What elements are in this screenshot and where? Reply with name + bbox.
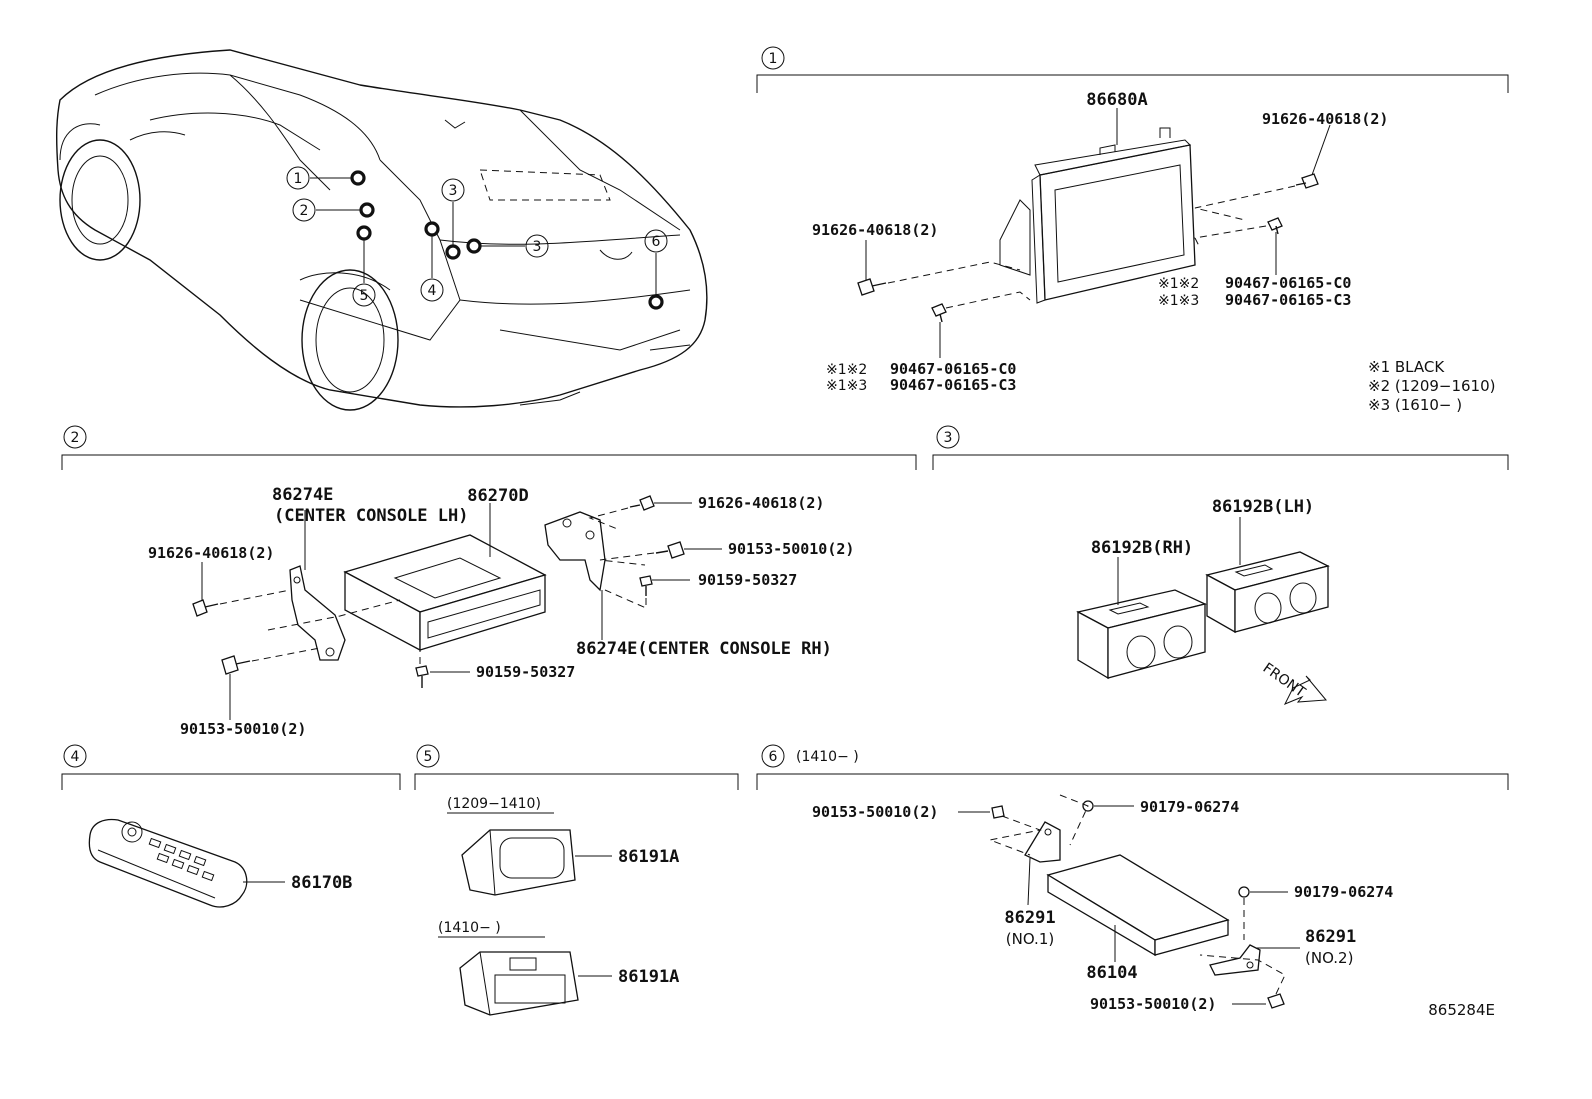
label-6-screw-bottom: 90153-50010(2) — [1090, 995, 1216, 1013]
overview-callouts: 1 2 3 3 4 5 6 — [286, 166, 668, 310]
drawing-id: 865284E — [1428, 1001, 1495, 1019]
label-86291-no1-note: (NO.1) — [1006, 930, 1054, 948]
label-range-a: (1209−1410) — [447, 796, 541, 812]
screw-90467-right — [1267, 217, 1283, 235]
bracket-lh — [289, 565, 346, 661]
front-label: FRONT — [1260, 660, 1309, 701]
bracket-rh — [544, 511, 606, 592]
label-screw-left-bottom: 90153-50010(2) — [180, 720, 306, 738]
screw-90153-right — [655, 541, 685, 559]
label-86270d: 86270D — [467, 486, 528, 506]
front-arrow: FRONT — [1260, 660, 1328, 705]
legend-note-3: ※3 (1610− ) — [1368, 396, 1462, 414]
switch-86192b-lh — [1205, 551, 1330, 634]
label-screw-bottom-2: 90159-50327 — [476, 663, 575, 681]
marks-right-1: ※1※2 — [1158, 276, 1199, 292]
label-86170b: 86170B — [291, 873, 352, 893]
remote-86170b — [88, 818, 248, 908]
svg-text:5: 5 — [360, 288, 369, 304]
module-86104 — [1046, 854, 1230, 957]
label-screw-right-2-1: 90153-50010(2) — [728, 540, 854, 558]
svg-text:4: 4 — [428, 283, 437, 299]
overview-callout-3b: 3 — [525, 234, 549, 258]
bracket-86291-no1 — [1024, 821, 1061, 863]
module-86680a — [999, 127, 1196, 304]
bolt-91626-right-top — [629, 495, 655, 511]
screw-90153-top-left — [991, 805, 1005, 819]
marks-bottom-1: ※1※2 — [826, 362, 867, 378]
section-4: 4 86170B — [61, 744, 401, 908]
switch-86192b-rh — [1076, 589, 1207, 680]
label-screw-right-2: 90467-06165-C3 — [1225, 291, 1351, 309]
section-1: 1 86680A 91626-40618(2) 91626-40618(2) — [756, 46, 1509, 414]
section-2: 2 86270D 86274E (CENTER CONSOLE LH) 8627… — [61, 425, 917, 738]
section-5-index: 5 — [424, 749, 433, 765]
svg-text:3: 3 — [533, 239, 542, 255]
overview-callout-5: 5 — [352, 283, 376, 307]
overview-callout-6: 6 — [644, 229, 668, 253]
section-2-index: 2 — [71, 430, 80, 446]
label-86191a-a: 86191A — [618, 847, 679, 867]
section-6: 6 (1410− ) 86104 86291 (NO.1) 86291 (NO.… — [756, 744, 1509, 1013]
svg-text:1: 1 — [294, 171, 303, 187]
bezel-86191a-b — [459, 951, 579, 1016]
label-86291-no2: 86291 — [1305, 927, 1356, 947]
overview-callout-1: 1 — [286, 166, 310, 190]
label-screw-bottom-2: 90467-06165-C3 — [890, 376, 1016, 394]
label-range-6: (1410− ) — [796, 749, 859, 765]
marks-right-2: ※1※3 — [1158, 293, 1199, 309]
bezel-86191a-a — [461, 829, 576, 896]
screw-90153-left-bottom — [221, 655, 251, 675]
label-86191a-b: 86191A — [618, 967, 679, 987]
marks-bottom-2: ※1※3 — [826, 378, 867, 394]
label-bracket-rh: 86274E(CENTER CONSOLE RH) — [576, 639, 832, 659]
legend-note-1: ※1 BLACK — [1368, 358, 1445, 376]
nut-90179-right — [1238, 886, 1250, 898]
label-86192b-rh: 86192B(RH) — [1091, 538, 1193, 558]
label-bolt-top: 91626-40618(2) — [1262, 110, 1388, 128]
screw-90467-bottom — [931, 303, 947, 323]
legend-notes: ※1 BLACK ※2 (1209−1610) ※3 (1610− ) — [1368, 358, 1496, 414]
label-bolt-left-2: 91626-40618(2) — [148, 544, 274, 562]
label-range-b: (1410− ) — [438, 920, 501, 936]
legend-note-2: ※2 (1209−1610) — [1368, 377, 1496, 395]
label-6-nut-right: 90179-06274 — [1294, 883, 1393, 901]
screw-90159-bottom — [415, 665, 429, 688]
label-86192b-lh: 86192B(LH) — [1212, 497, 1314, 517]
bolt-91626-top — [1295, 173, 1319, 189]
screw-90153-bottom — [1267, 993, 1285, 1009]
label-6-screw-top-left: 90153-50010(2) — [812, 803, 938, 821]
label-bolt-right-top: 91626-40618(2) — [698, 494, 824, 512]
label-86104: 86104 — [1086, 963, 1137, 983]
section-3-index: 3 — [944, 430, 953, 446]
label-6-nut-top: 90179-06274 — [1140, 798, 1239, 816]
label-screw-right-2-2: 90159-50327 — [698, 571, 797, 589]
svg-text:6: 6 — [652, 234, 661, 250]
overview-callout-4: 4 — [420, 278, 444, 302]
label-bolt-left: 91626-40618(2) — [812, 221, 938, 239]
label-bracket-lh: 86274E — [272, 485, 333, 505]
svg-text:3: 3 — [449, 183, 458, 199]
label-screw-right-1: 90467-06165-C0 — [1225, 274, 1351, 292]
head-unit-86270d — [343, 534, 547, 652]
bolt-91626-left-2 — [192, 599, 219, 617]
label-screw-bottom-1: 90467-06165-C0 — [890, 360, 1016, 378]
overview-callout-3a: 3 — [441, 178, 465, 202]
label-bracket-lh-note: (CENTER CONSOLE LH) — [274, 506, 468, 526]
overview-callout-2: 2 — [292, 198, 316, 222]
label-86680a: 86680A — [1086, 90, 1147, 110]
section-6-index: 6 — [769, 749, 778, 765]
bracket-86291-no2 — [1209, 944, 1261, 976]
label-86291-no1: 86291 — [1004, 908, 1055, 928]
section-5: 5 (1209−1410) 86191A (1410− ) 86191A — [414, 744, 739, 1016]
section-1-index: 1 — [769, 51, 778, 67]
screw-90159-right — [639, 575, 653, 596]
label-86291-no2-note: (NO.2) — [1305, 949, 1353, 967]
bolt-91626-left — [857, 278, 887, 296]
section-4-index: 4 — [71, 749, 80, 765]
car-overview-illustration — [55, 49, 708, 411]
svg-text:2: 2 — [300, 203, 309, 219]
section-3: 3 86192B(RH) 86192B(LH) FRONT — [932, 425, 1509, 705]
